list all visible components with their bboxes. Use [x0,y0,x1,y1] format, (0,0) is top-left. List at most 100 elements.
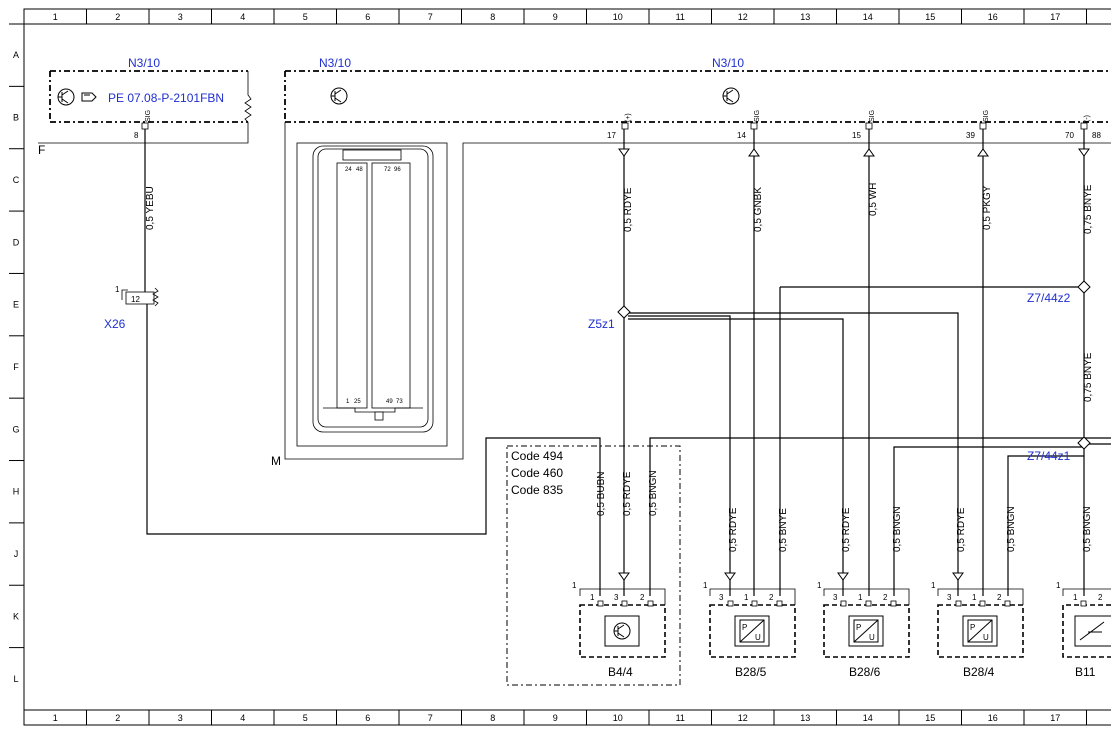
b44-pin-2: 2 [640,593,645,602]
b284-pin-1: 1 [972,593,977,602]
wires: 0,5 RDYE 0,5 GNBK 0,5 WH 0,5 PKGY 0,75 B… [618,129,1111,596]
row-letter: K [13,611,19,621]
pin-70: 70 [1065,131,1074,140]
component-b28-5[interactable]: 1 3 1 2 P U B28/5 [703,581,796,679]
reference-link[interactable]: PE 07.08-P-2101FBN [108,91,224,105]
column-number: 9 [553,713,558,723]
z7-44z2-label: Z7/44z2 [1027,291,1071,305]
b44-label: B4/4 [608,665,633,679]
row-letter: E [13,300,19,310]
n3-10-left-connector: N3/10 PE 07.08-P-2101FBN F SIG 8 [38,56,252,157]
wire-wh-label: 0,5 WH [868,183,879,216]
column-number: 2 [115,12,120,22]
wire-bngn-b286-label: 0,5 BNGN [892,506,903,552]
b284-pin-3: 3 [947,593,952,602]
column-number: 8 [490,713,495,723]
b285-pin-label: 1 [703,581,708,590]
z5z1-label: Z5z1 [588,317,615,331]
b285-pin-2: 2 [769,593,774,602]
wire-bnye-top-label: 0,75 BNYE [1083,184,1094,234]
x26-pin-12: 12 [131,295,140,304]
row-letter: D [13,237,20,247]
column-number: 5 [303,713,308,723]
column-number: 12 [738,12,748,22]
pin-39-group: SIG 39 [966,110,990,140]
splice-z5z1: Z5z1 [588,305,631,331]
ecu-pin-48: 48 [356,167,363,173]
b286-pin-1: 1 [858,593,863,602]
n3-10-mid-label: N3/10 [319,56,351,70]
column-number: 13 [800,12,810,22]
wire-gnbk-label: 0,5 GNBK [753,187,764,232]
ecu-pin-49: 49 [386,399,393,405]
z7-44z1-label: Z7/44z1 [1027,449,1071,463]
b286-pin-3: 3 [833,593,838,602]
wire-bnye-mid-label: 0,75 BNYE [1083,352,1094,402]
component-b28-4[interactable]: 1 3 1 2 P U B28/4 [931,581,1024,679]
column-number: 4 [240,12,245,22]
x26-wire: 0,5 YEBU 1 12 X26 [104,129,601,596]
b44-pin-1: 1 [590,593,595,602]
b285-pin-3: 3 [719,593,724,602]
transistor-icon [330,87,348,105]
column-number: 10 [613,713,623,723]
row-letter: C [13,175,20,185]
pin-14: 14 [737,131,746,140]
column-number: 10 [613,12,623,22]
svg-text:P: P [856,623,861,632]
code-460: Code 460 [511,466,563,480]
b285-label: B28/5 [735,665,767,679]
splice-z7-44z2: Z7/44z2 [1027,280,1091,305]
b284-pin-label: 1 [931,581,936,590]
column-number: 11 [676,12,685,22]
n3-10-right-label: N3/10 [712,56,744,70]
pin-70-polarity: (-) [1084,115,1091,122]
column-number: 15 [925,713,935,723]
svg-text:P: P [742,623,747,632]
component-b11[interactable]: 1 1 2 B11 [1056,581,1111,679]
b44-pin-label: 1 [572,581,577,590]
pin-15: 15 [852,131,861,140]
wire-pkgy-label: 0,5 PKGY [982,185,993,230]
pressure-sensor-icon: P U [734,615,770,647]
b284-label: B28/4 [963,665,995,679]
pin-39: 39 [966,131,975,140]
ecu-connector-pin-diagram: 24 48 72 96 1 25 49 73 [296,142,448,447]
transistor-icon [604,615,640,647]
pin-17-polarity: (+) [625,113,632,122]
n3-10-left-label: N3/10 [128,56,160,70]
b11-pin-1: 1 [1073,593,1078,602]
ecu-pin-73: 73 [396,399,403,405]
ecu-pin-1: 1 [346,399,350,405]
row-letter: J [14,549,19,559]
column-number: 5 [303,12,308,22]
column-number: 16 [988,713,998,723]
column-number: 13 [800,713,810,723]
svg-text:P: P [970,623,975,632]
reference-pointer-icon [81,92,97,102]
pin-39-sig: SIG [983,110,990,122]
m-label: M [271,454,281,468]
b11-pin-2: 2 [1098,593,1103,602]
transistor-icon [57,88,75,106]
ecu-pin-25: 25 [354,399,361,405]
ecu-pin-96: 96 [394,167,401,173]
column-number: 14 [863,713,873,723]
b286-pin-2: 2 [883,593,888,602]
component-b4-4[interactable]: 1 1 3 2 B4/4 [572,581,666,679]
column-number: 4 [240,713,245,723]
n3-10-main-connector: N3/10 N3/10 [284,56,1111,460]
code-835: Code 835 [511,483,563,497]
column-number: 15 [925,12,935,22]
code-494: Code 494 [511,449,563,463]
column-number: 2 [115,713,120,723]
svg-text:U: U [869,633,875,642]
wire-bubn-label: 0,5 BUBN [596,472,607,516]
component-b28-6[interactable]: 1 3 1 2 P U B28/6 [817,581,910,679]
wire-bngn-b284-label: 0,5 BNGN [1006,506,1017,552]
pressure-sensor-icon: P U [962,615,998,647]
wire-bngn-b11-label: 0,5 BNGN [1082,506,1093,552]
column-markers: 1122334455667788991010111112121313141415… [23,9,1087,725]
b286-pin-label: 1 [817,581,822,590]
